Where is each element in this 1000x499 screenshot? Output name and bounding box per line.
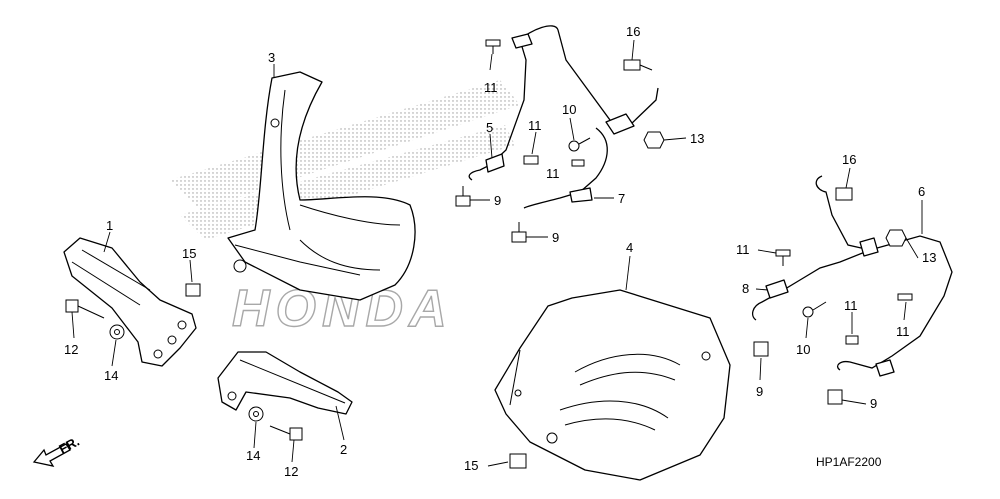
diagram-code: HP1AF2200 bbox=[816, 455, 882, 469]
callout-labels: 3 1 15 12 14 14 12 2 11 5 16 10 11 11 13… bbox=[64, 24, 936, 479]
bolt-9-a bbox=[455, 186, 471, 207]
right-heat-guard bbox=[494, 289, 731, 481]
bolt-10-a bbox=[568, 137, 591, 152]
washer-14-b bbox=[248, 406, 264, 422]
bolt-12-b bbox=[269, 425, 303, 441]
callout-11: 11 bbox=[896, 324, 910, 339]
callout-5: 5 bbox=[486, 120, 493, 135]
callout-11: 11 bbox=[484, 80, 498, 95]
callout-13: 13 bbox=[690, 131, 704, 146]
bolt-15-a bbox=[185, 283, 201, 297]
bolt-11-f bbox=[897, 293, 913, 301]
bolt-11-c bbox=[571, 159, 585, 167]
left-heat-guard bbox=[227, 71, 416, 301]
callout-11: 11 bbox=[736, 242, 750, 257]
callout-2: 2 bbox=[340, 442, 347, 457]
bolt-16-a bbox=[623, 59, 653, 71]
nut-13-a bbox=[643, 131, 665, 149]
callout-12: 12 bbox=[284, 464, 298, 479]
bolt-11-a bbox=[485, 39, 501, 54]
front-direction-arrow: FR. bbox=[32, 434, 82, 467]
callout-15: 15 bbox=[464, 458, 478, 473]
bolt-11-b bbox=[523, 155, 539, 165]
callout-10: 10 bbox=[562, 102, 576, 117]
fasteners bbox=[65, 39, 913, 469]
callout-11: 11 bbox=[546, 166, 560, 181]
callout-1: 1 bbox=[106, 218, 113, 233]
callout-8: 8 bbox=[742, 281, 749, 296]
callout-11: 11 bbox=[528, 118, 542, 133]
bolt-9-c bbox=[753, 341, 769, 357]
right-harness bbox=[751, 175, 953, 377]
leader-lines bbox=[71, 39, 923, 467]
bolt-12-a bbox=[65, 299, 105, 319]
bolt-10-b bbox=[802, 301, 827, 318]
callout-7: 7 bbox=[618, 191, 625, 206]
callout-9: 9 bbox=[494, 193, 501, 208]
bolt-16-b bbox=[835, 187, 853, 201]
left-harness bbox=[468, 25, 659, 209]
callout-4: 4 bbox=[626, 240, 633, 255]
callout-14: 14 bbox=[246, 448, 260, 463]
callout-9: 9 bbox=[756, 384, 763, 399]
callout-16: 16 bbox=[626, 24, 640, 39]
callout-10: 10 bbox=[796, 342, 810, 357]
washer-14-a bbox=[109, 324, 125, 340]
nut-13-b bbox=[885, 229, 907, 247]
callout-3: 3 bbox=[268, 50, 275, 65]
bolt-9-d bbox=[827, 389, 843, 405]
callout-12: 12 bbox=[64, 342, 78, 357]
callout-11: 11 bbox=[844, 298, 858, 313]
callout-14: 14 bbox=[104, 368, 118, 383]
bolt-15-b bbox=[509, 453, 527, 469]
right-footpeg-bracket bbox=[217, 351, 353, 415]
callout-13: 13 bbox=[922, 250, 936, 265]
callout-15: 15 bbox=[182, 246, 196, 261]
bolt-9-b bbox=[511, 222, 527, 243]
left-footpeg-bracket bbox=[63, 237, 197, 367]
bolt-11-e bbox=[845, 335, 859, 345]
callout-6: 6 bbox=[918, 184, 925, 199]
callout-9: 9 bbox=[870, 396, 877, 411]
callout-9: 9 bbox=[552, 230, 559, 245]
callout-16: 16 bbox=[842, 152, 856, 167]
bolt-11-d bbox=[775, 249, 791, 266]
